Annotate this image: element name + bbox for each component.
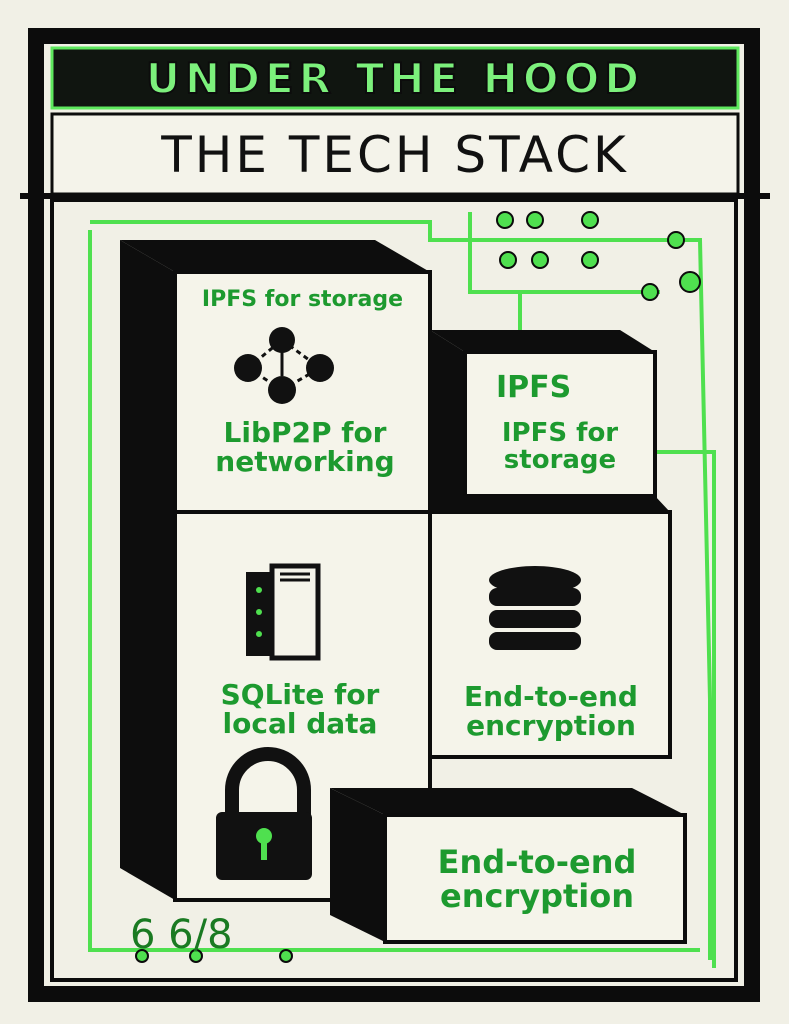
inner-frame <box>50 198 738 982</box>
banner-under-the-hood: UNDER THE HOOD <box>145 53 645 104</box>
book-icon <box>246 563 321 661</box>
database-icon <box>489 566 581 650</box>
circuit-nodes <box>135 211 701 963</box>
page-title: THE TECH STACK <box>161 126 629 184</box>
bottom-block-label: End-to-end encryption <box>437 843 637 915</box>
right-mid-block-shadow <box>430 496 670 512</box>
left-low-label: SQLite for local data <box>220 678 380 741</box>
left-block-top <box>120 240 430 272</box>
banner-bg <box>50 46 740 110</box>
left-mid-label: LibP2P for networking <box>215 416 395 479</box>
right-mid-label: End-to-end encryption <box>464 680 638 743</box>
right-top-title: IPFS <box>496 370 572 405</box>
page-number: 6 6/8 <box>130 912 233 958</box>
title-bg <box>50 112 740 196</box>
bottom-block-top <box>330 788 685 815</box>
right-top-block-side <box>430 330 465 496</box>
outer-frame <box>28 28 760 1002</box>
bottom-block-side <box>330 788 385 942</box>
bottom-block-face <box>383 813 687 944</box>
right-top-block-top <box>430 330 655 352</box>
right-top-label: IPFS for storage <box>501 418 619 476</box>
left-top-label: IPFS for storage <box>201 287 404 312</box>
network-nodes-icon <box>234 327 334 404</box>
left-block-side <box>120 240 175 900</box>
right-top-block-face <box>463 350 657 498</box>
padlock-icon <box>216 747 312 880</box>
